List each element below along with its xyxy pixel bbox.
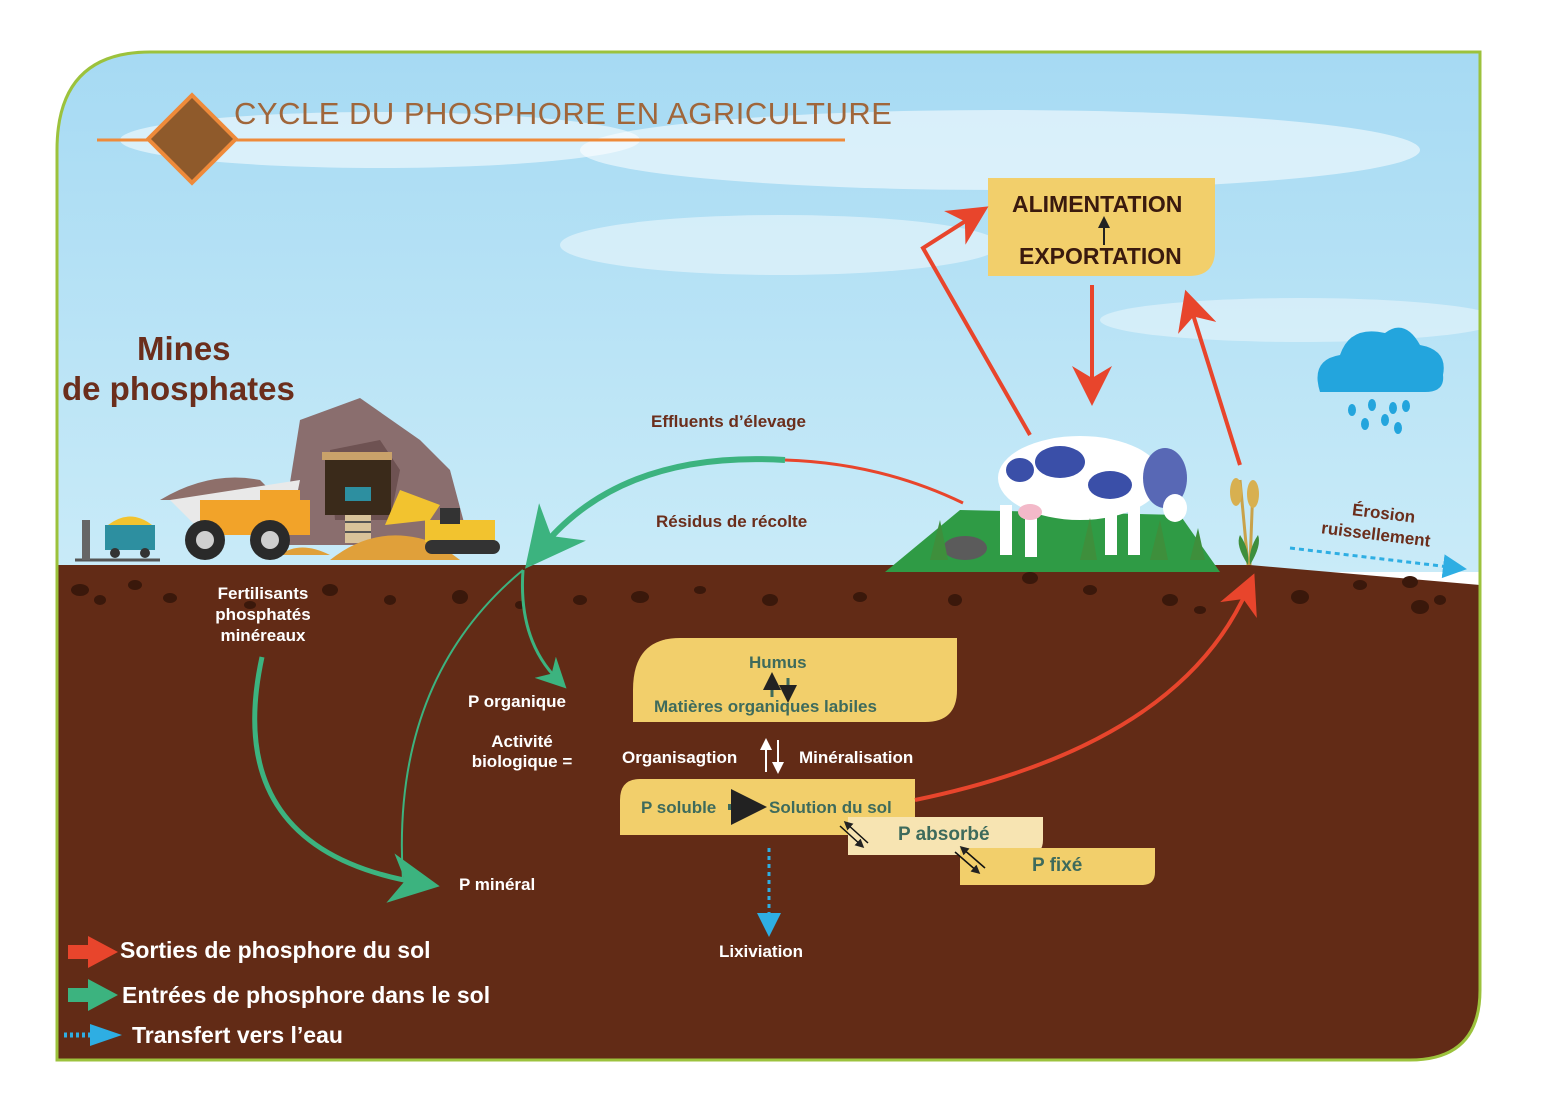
legend-entrees: Entrées de phosphore dans le sol bbox=[122, 982, 491, 1008]
mines-line1: Mines bbox=[137, 330, 231, 367]
frame-border bbox=[55, 50, 1482, 1062]
arrow-solution-to-plant bbox=[914, 573, 1257, 802]
p-soluble-label: P soluble bbox=[641, 798, 717, 817]
fertilisants-label: Fertilisants phosphatés minéreaux bbox=[215, 584, 311, 645]
fixe-box-shape bbox=[960, 848, 1155, 885]
cloud bbox=[560, 215, 1000, 275]
food-box-top: ALIMENTATION bbox=[1012, 191, 1183, 217]
mineralisation-label: Minéralisation bbox=[799, 748, 914, 767]
arrow-cow-to-food bbox=[920, 206, 1032, 436]
soluble-box-shape bbox=[620, 779, 915, 835]
p-mineral-label: P minéral bbox=[459, 875, 536, 894]
humus-bottom: Matières organiques labiles bbox=[654, 697, 877, 716]
p-fixe-label: P fixé bbox=[1032, 855, 1083, 876]
arrow-fertilisants-to-p-mineral bbox=[252, 656, 440, 903]
food-box-bottom: EXPORTATION bbox=[1019, 243, 1182, 269]
humus-box-shape bbox=[633, 638, 957, 722]
p-absorbe-label: P absorbé bbox=[898, 824, 990, 845]
absorbe-box-shape bbox=[848, 817, 1043, 855]
organisation-label: Organisagtion bbox=[622, 748, 738, 767]
rain-cloud-icon bbox=[1317, 327, 1444, 434]
activite-label: Activité biologique = bbox=[471, 732, 573, 771]
legend-transfert: Transfert vers l’eau bbox=[132, 1022, 343, 1048]
exchange-solution-absorbe-icon bbox=[839, 825, 865, 849]
humus-top: Humus bbox=[749, 653, 807, 672]
legend-sorties: Sorties de phosphore du sol bbox=[120, 937, 431, 963]
wheat-plant-icon bbox=[1230, 478, 1259, 566]
exchange-absorbe-solution-icon bbox=[843, 820, 869, 844]
cloud bbox=[580, 110, 1420, 190]
cloud bbox=[1100, 298, 1480, 342]
cow-illustration bbox=[885, 436, 1220, 572]
effluents-label: Effluents d’élevage bbox=[651, 412, 806, 431]
mine-illustration bbox=[75, 398, 500, 562]
lixiviation-label: Lixiviation bbox=[719, 942, 804, 961]
arrow-erosion bbox=[1289, 546, 1467, 579]
page-title: CYCLE DU PHOSPHORE EN AGRICULTURE bbox=[234, 96, 893, 131]
soil-pebbles bbox=[71, 572, 1446, 614]
mines-line2: de phosphates bbox=[62, 370, 295, 407]
solution-du-sol-label: Solution du sol bbox=[769, 798, 892, 817]
p-organique-label: P organique bbox=[468, 692, 566, 711]
residus-label: Résidus de récolte bbox=[656, 512, 808, 531]
legend-arrow-red-icon bbox=[68, 936, 118, 968]
arrow-plant-to-food bbox=[1178, 289, 1242, 466]
legend-arrow-green-icon bbox=[68, 979, 118, 1011]
title-diamond-icon bbox=[145, 92, 239, 186]
arrow-to-p-mineral-thin bbox=[400, 569, 524, 881]
arrow-effluents-to-soil bbox=[524, 456, 786, 569]
exchange-fixe-absorbe-icon bbox=[959, 846, 986, 869]
arrow-to-p-organique bbox=[520, 569, 567, 689]
exchange-absorbe-fixe-icon bbox=[954, 851, 981, 874]
legend-arrow-blue-icon bbox=[64, 1024, 122, 1046]
arrow-effluents-red-part bbox=[784, 458, 964, 505]
